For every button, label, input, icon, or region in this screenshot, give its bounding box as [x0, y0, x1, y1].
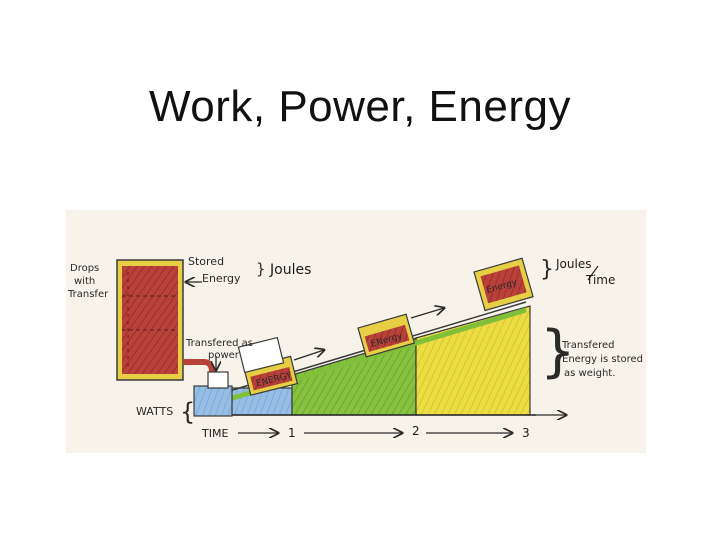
time-tick-2: 2 [412, 424, 420, 438]
watts-brace: { [180, 398, 195, 426]
time-axis-label: TIME [201, 427, 228, 440]
stored-brace: } [256, 260, 266, 278]
transfer-stored-line2: Energy is stored [562, 354, 643, 365]
joules-per-time-bottom: Time [585, 273, 615, 287]
transfer-stored-line1: Transfered [561, 340, 615, 351]
joules-time-brace: } [540, 257, 554, 282]
time-tick-3: 3 [522, 426, 530, 440]
transferred-label-line1: Transfered as [185, 338, 253, 349]
time-tick-1: 1 [288, 426, 296, 440]
drops-label-line1: Drops [70, 263, 99, 274]
transferred-label-line2: power [208, 350, 240, 361]
stored-label-line1: Stored [188, 255, 224, 268]
stored-label-line2: Energy [202, 272, 241, 285]
drops-label-line2: with [74, 276, 95, 287]
stored-energy-box [117, 260, 183, 380]
watts-label: WATTS [136, 405, 173, 418]
transfer-stored-line3: as weight. [564, 368, 615, 379]
energy-diagram: ENERGY ENergy Energy Drops with Transfer… [66, 210, 646, 453]
joules-label: Joules [269, 262, 311, 278]
slide-title: Work, Power, Energy [0, 82, 720, 132]
drops-label-line3: Transfer [67, 289, 109, 300]
joules-per-time-top: Joules [555, 257, 591, 271]
